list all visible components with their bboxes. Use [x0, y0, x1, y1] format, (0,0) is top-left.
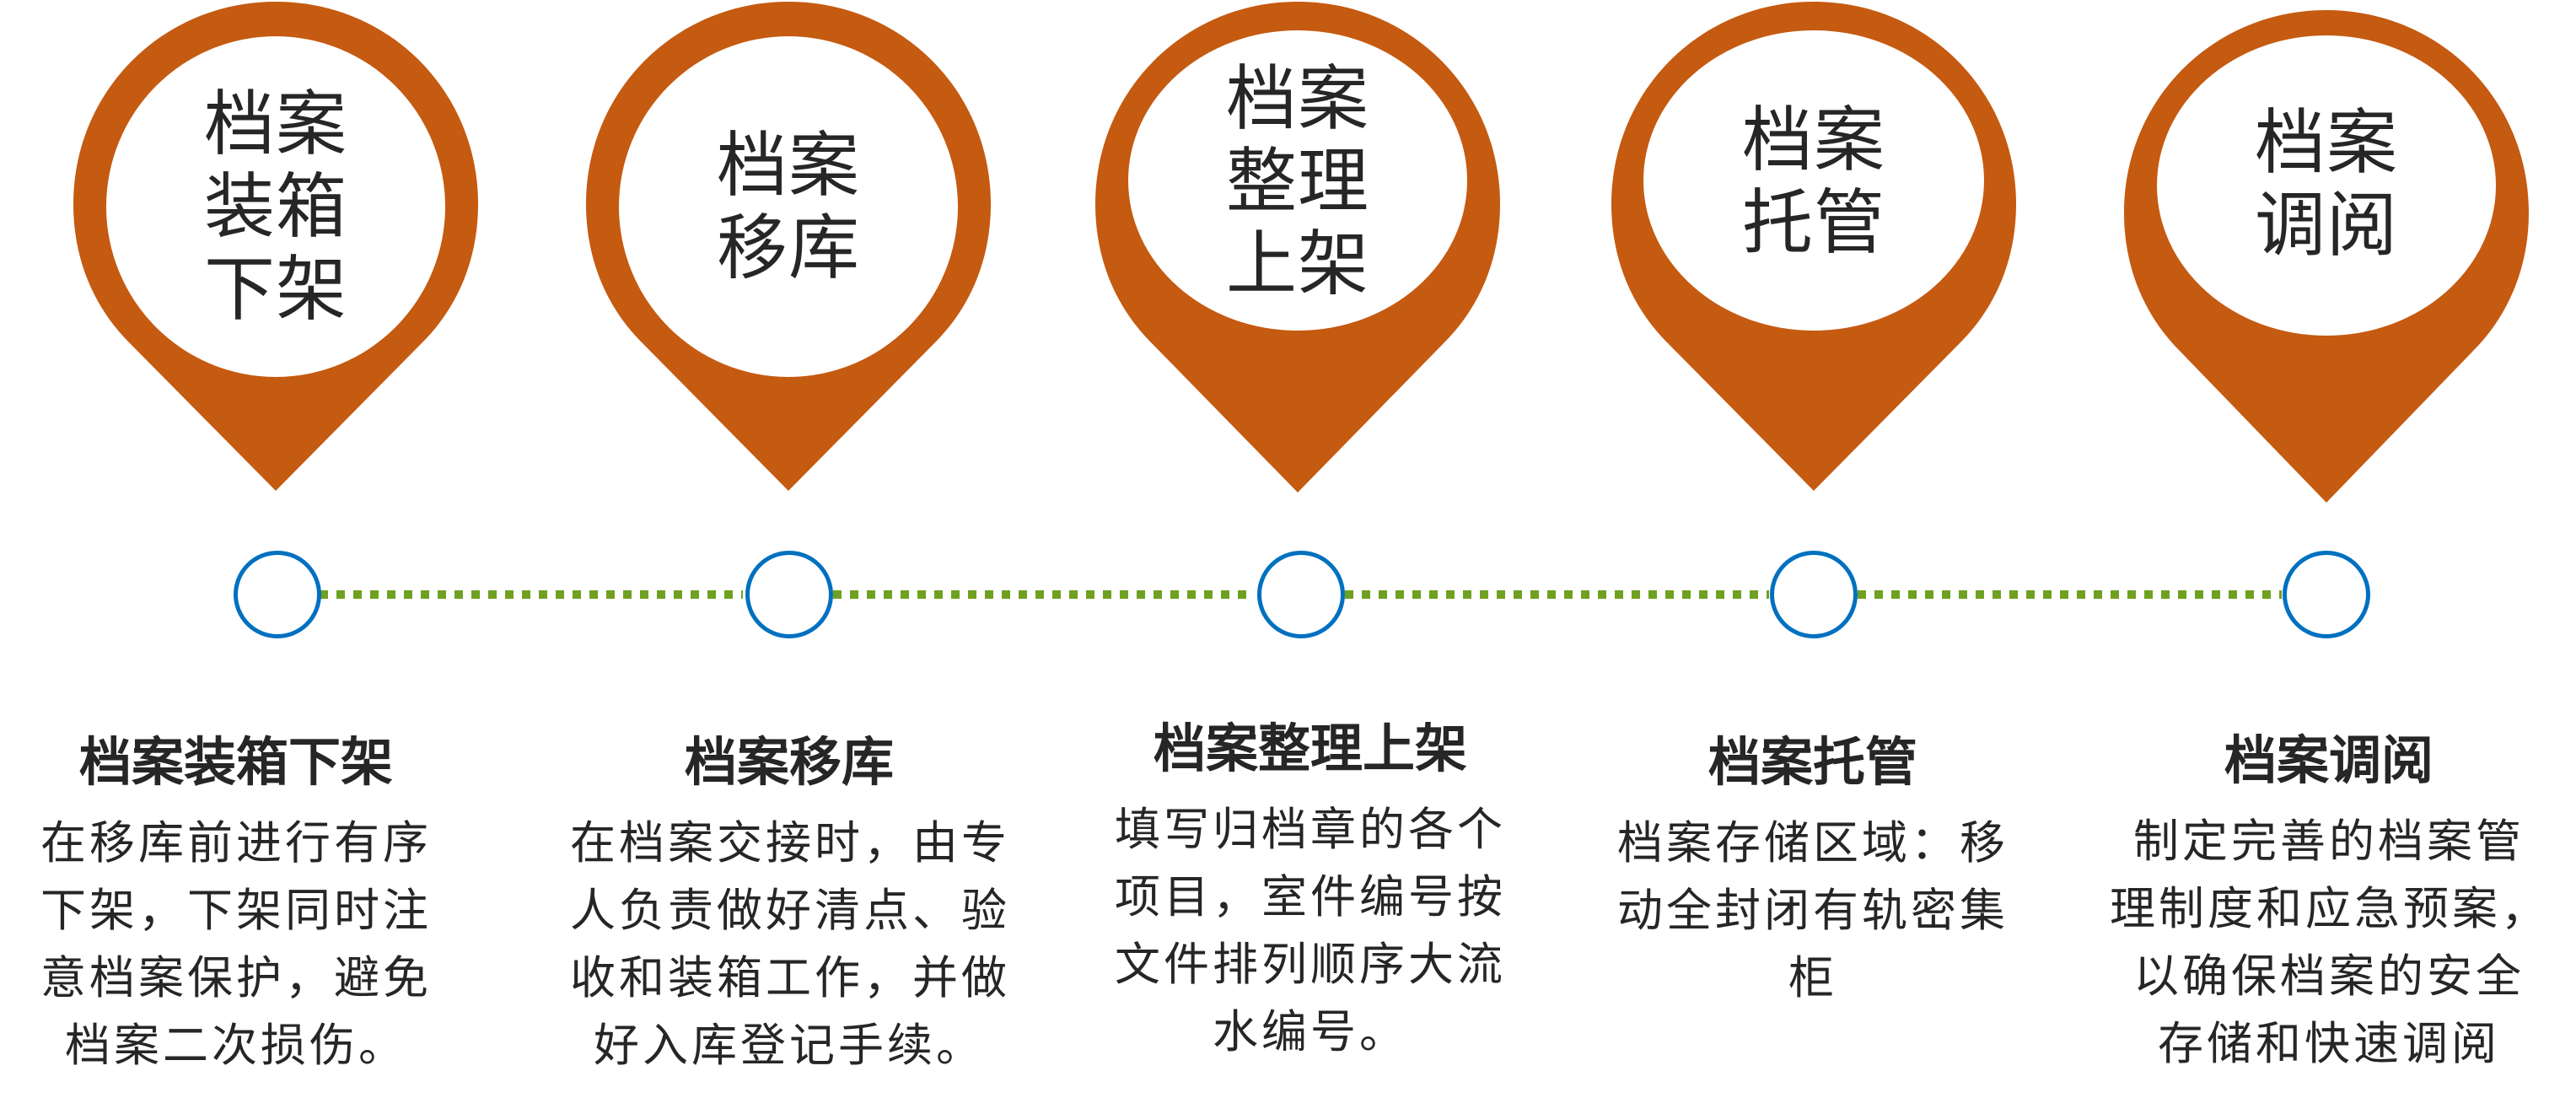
connector-dotted-line-1 — [320, 590, 743, 599]
timeline-node-5 — [2283, 551, 2370, 638]
pin-label-line: 下架 — [203, 248, 347, 331]
step-body-line: 意档案保护，避免 — [40, 951, 432, 1004]
step-description-4: 档案托管 档案存储区域：移 动全封闭有轨密集 柜 — [1594, 732, 2032, 1012]
map-pin-icon — [1095, 2, 1500, 492]
step-body-line: 水编号。 — [1213, 1005, 1408, 1058]
pin-label-line: 移库 — [716, 207, 860, 289]
step-body-line: 在移库前进行有序 — [40, 816, 432, 869]
step-description-3: 档案整理上架 填写归档章的各个 项目，室件编号按 文件排列顺序大流 水编号。 — [1091, 719, 1530, 1066]
pin-label-line: 档案 — [1225, 57, 1369, 140]
step-body-line: 柜 — [1788, 951, 1837, 1004]
step-title: 档案整理上架 — [1153, 718, 1467, 779]
timeline-node-4 — [1770, 551, 1858, 638]
pin-label-line: 托管 — [1741, 181, 1885, 264]
step-title: 档案装箱下架 — [78, 731, 393, 793]
step-body: 档案存储区域：移 动全封闭有轨密集 柜 — [1594, 810, 2032, 1012]
step-body-line: 动全封闭有轨密集 — [1617, 884, 2009, 937]
pin-label: 档案 托管 — [1645, 13, 1982, 350]
step-description-2: 档案移库 在档案交接时，由专 人负责做好清点、验 收和装箱工作，并做 好入库登记… — [570, 732, 1008, 1079]
map-pin-icon — [1611, 2, 2016, 491]
pin-label-line: 档案 — [203, 83, 347, 165]
step-body-line: 以确保档案的安全 — [2133, 950, 2525, 1003]
pin-step-4: 档案 托管 — [1610, 0, 2018, 506]
step-title: 档案托管 — [1707, 731, 1917, 793]
timeline-node-3 — [1257, 551, 1345, 638]
step-title: 档案移库 — [684, 731, 894, 793]
step-body: 制定完善的档案管 理制度和应急预案， 以确保档案的安全 存储和快速调阅 — [2110, 808, 2548, 1078]
step-body-line: 下架，下架同时注 — [40, 884, 432, 937]
pin-label-line: 整理 — [1225, 140, 1369, 223]
map-pin-icon — [2124, 10, 2529, 503]
pin-step-5: 档案 调阅 — [2122, 8, 2530, 514]
step-body-line: 项目，室件编号按 — [1115, 870, 1506, 923]
pin-step-2: 档案 移库 — [584, 0, 992, 506]
timeline-node-2 — [745, 551, 833, 638]
connector-dotted-line-2 — [833, 590, 1255, 599]
step-body-line: 好入库登记手续。 — [594, 1019, 985, 1072]
step-body-line: 收和装箱工作，并做 — [570, 951, 1010, 1004]
step-body-line: 文件排列顺序大流 — [1115, 938, 1506, 991]
pin-label: 档案 调阅 — [2158, 15, 2495, 353]
pin-label-line: 上架 — [1225, 223, 1369, 305]
pin-label: 档案 移库 — [620, 38, 957, 375]
step-title: 档案调阅 — [2224, 729, 2433, 791]
step-body: 在移库前进行有序 下架，下架同时注 意档案保护，避免 档案二次损伤。 — [17, 810, 455, 1079]
step-body-line: 存储和快速调阅 — [2158, 1017, 2500, 1070]
connector-dotted-line-4 — [1858, 590, 2282, 599]
pin-label-line: 装箱 — [203, 165, 347, 248]
step-body-line: 制定完善的档案管 — [2133, 815, 2525, 868]
map-pin-icon — [586, 2, 991, 491]
step-body-line: 理制度和应急预案， — [2110, 882, 2550, 935]
pin-label-line: 档案 — [1741, 99, 1885, 181]
step-body: 在档案交接时，由专 人负责做好清点、验 收和装箱工作，并做 好入库登记手续。 — [570, 810, 1008, 1079]
pin-label: 档案 装箱 下架 — [107, 38, 444, 375]
pin-label-line: 档案 — [2254, 101, 2398, 184]
step-description-5: 档案调阅 制定完善的档案管 理制度和应急预案， 以确保档案的安全 存储和快速调阅 — [2110, 730, 2548, 1078]
step-body-line: 档案存储区域：移 — [1617, 816, 2009, 869]
pin-step-3: 档案 整理 上架 — [1094, 0, 1502, 506]
pin-label-line: 调阅 — [2254, 184, 2398, 266]
connector-dotted-line-3 — [1345, 590, 1769, 599]
pin-label-line: 档案 — [716, 124, 860, 207]
step-body-line: 在档案交接时，由专 — [570, 816, 1010, 869]
pin-step-1: 档案 装箱 下架 — [72, 0, 480, 506]
timeline-node-1 — [234, 551, 321, 638]
pin-label: 档案 整理 上架 — [1129, 13, 1466, 350]
step-description-1: 档案装箱下架 在移库前进行有序 下架，下架同时注 意档案保护，避免 档案二次损伤… — [17, 732, 455, 1079]
step-body-line: 档案二次损伤。 — [65, 1019, 407, 1072]
step-body-line: 填写归档章的各个 — [1115, 803, 1506, 856]
step-body: 填写归档章的各个 项目，室件编号按 文件排列顺序大流 水编号。 — [1091, 796, 1530, 1066]
map-pin-icon — [73, 2, 478, 491]
step-body-line: 人负责做好清点、验 — [570, 884, 1010, 937]
